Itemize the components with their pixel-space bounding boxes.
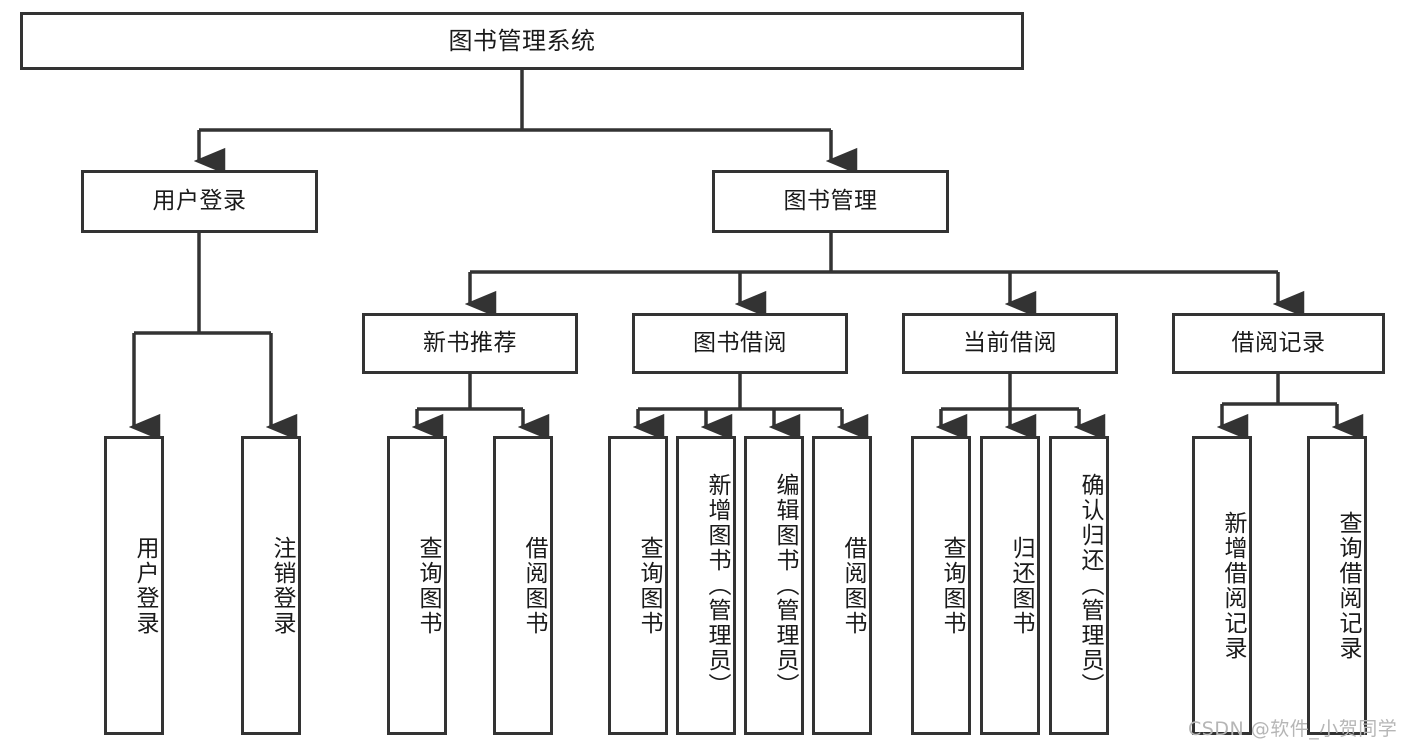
leaf-recommend-borrow-book-label: 借阅图书	[521, 535, 547, 636]
leaf-recommend-query-book-label: 查询图书	[415, 535, 441, 636]
leaf-record-query-record-label: 查询借阅记录	[1335, 510, 1361, 661]
leaf-record-query-record[interactable]: 查询借阅记录	[1307, 436, 1367, 735]
leaf-borrow-add-book[interactable]: 新增图书（管理员）	[676, 436, 736, 735]
node-user-login[interactable]: 用户登录	[81, 170, 318, 233]
node-book-manage-label: 图书管理	[783, 187, 878, 214]
leaf-user-login[interactable]: 用户登录	[104, 436, 164, 735]
node-user-login-label: 用户登录	[152, 187, 247, 214]
node-book-manage[interactable]: 图书管理	[712, 170, 949, 233]
leaf-user-logout-label: 注销登录	[269, 535, 295, 636]
node-borrow-record[interactable]: 借阅记录	[1172, 313, 1385, 374]
node-book-borrow[interactable]: 图书借阅	[632, 313, 848, 374]
leaf-borrow-add-book-label: 新增图书（管理员）	[704, 473, 730, 698]
node-current-borrow[interactable]: 当前借阅	[902, 313, 1118, 374]
leaf-borrow-query-book[interactable]: 查询图书	[608, 436, 668, 735]
leaf-user-logout[interactable]: 注销登录	[241, 436, 301, 735]
leaf-borrow-edit-book-label: 编辑图书（管理员）	[772, 473, 798, 698]
leaf-recommend-query-book[interactable]: 查询图书	[387, 436, 447, 735]
leaf-current-query-book[interactable]: 查询图书	[911, 436, 971, 735]
leaf-borrow-query-book-label: 查询图书	[636, 535, 662, 636]
leaf-current-return-book-label: 归还图书	[1008, 535, 1034, 636]
leaf-borrow-borrow-book-label: 借阅图书	[840, 535, 866, 636]
node-book-borrow-label: 图书借阅	[693, 329, 787, 356]
node-new-book-recommend-label: 新书推荐	[423, 329, 517, 356]
leaf-current-confirm-return[interactable]: 确认归还（管理员）	[1049, 436, 1109, 735]
leaf-recommend-borrow-book[interactable]: 借阅图书	[493, 436, 553, 735]
node-new-book-recommend[interactable]: 新书推荐	[362, 313, 578, 374]
watermark: CSDN @软件_小贺同学	[1188, 718, 1398, 740]
leaf-current-confirm-return-label: 确认归还（管理员）	[1077, 473, 1103, 698]
leaf-current-return-book[interactable]: 归还图书	[980, 436, 1040, 735]
node-borrow-record-label: 借阅记录	[1231, 329, 1326, 356]
leaf-record-add-record-label: 新增借阅记录	[1220, 510, 1246, 661]
node-root[interactable]: 图书管理系统	[20, 12, 1024, 70]
leaf-borrow-edit-book[interactable]: 编辑图书（管理员）	[744, 436, 804, 735]
leaf-record-add-record[interactable]: 新增借阅记录	[1192, 436, 1252, 735]
leaf-user-login-label: 用户登录	[132, 535, 158, 636]
node-root-label: 图书管理系统	[448, 26, 596, 55]
node-current-borrow-label: 当前借阅	[963, 329, 1057, 356]
leaf-current-query-book-label: 查询图书	[939, 535, 965, 636]
leaf-borrow-borrow-book[interactable]: 借阅图书	[812, 436, 872, 735]
